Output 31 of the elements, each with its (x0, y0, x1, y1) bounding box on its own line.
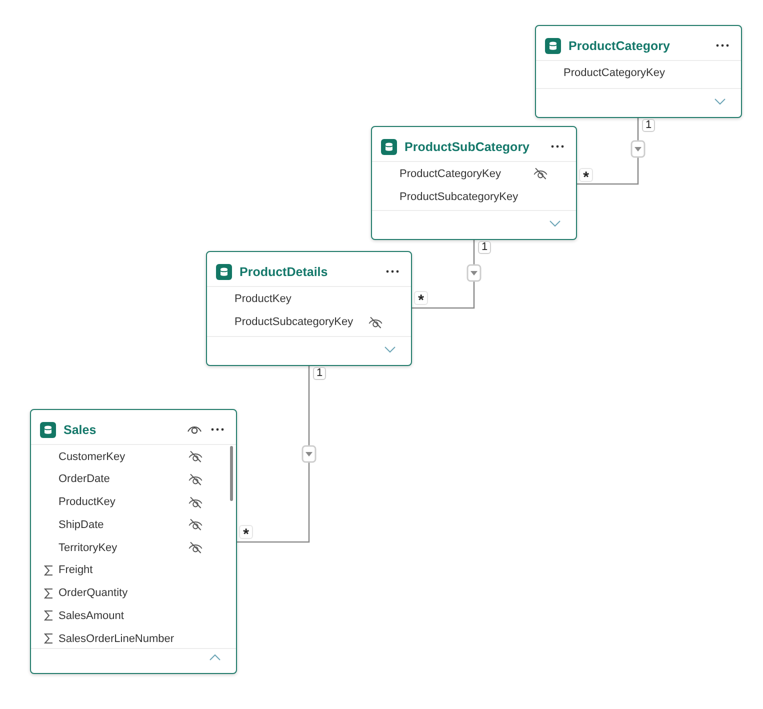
table-card (535, 25, 742, 118)
table-card (206, 251, 412, 366)
cardinality-label: * (579, 168, 593, 182)
cardinality-label: 1 (478, 241, 491, 254)
relationship-line (412, 240, 482, 309)
field-name: ShipDate (58, 518, 104, 532)
table-title: ProductCategory (568, 38, 670, 54)
table-title: ProductDetails (240, 264, 328, 280)
field-name: ProductCategoryKey (400, 166, 501, 180)
field-name: TerritoryKey (58, 540, 118, 554)
field-name: SalesAmount (58, 608, 124, 623)
cardinality-label: 1 (313, 367, 326, 380)
relationship-line (577, 118, 646, 185)
table-title: Sales (64, 422, 96, 438)
table-card (371, 126, 577, 240)
field-name: ProductKey (234, 292, 292, 306)
cardinality-label: * (414, 291, 428, 305)
field-name: CustomerKey (58, 450, 126, 464)
field-name: OrderQuantity (58, 586, 128, 600)
field-name: OrderDate (58, 472, 110, 486)
field-name: ProductSubcategoryKey (234, 315, 354, 329)
field-name: ProductSubcategoryKey (400, 190, 518, 204)
field-name: Freight (58, 563, 93, 578)
field-name: SalesOrderLineNumber (58, 632, 174, 646)
cardinality-label: 1 (642, 119, 655, 132)
field-name: ProductCategoryKey (564, 66, 665, 80)
table-card (30, 409, 237, 674)
relationship-line (237, 366, 316, 543)
cardinality-label: * (239, 525, 253, 539)
field-name: ProductKey (58, 495, 116, 509)
table-title: ProductSubCategory (404, 138, 530, 154)
